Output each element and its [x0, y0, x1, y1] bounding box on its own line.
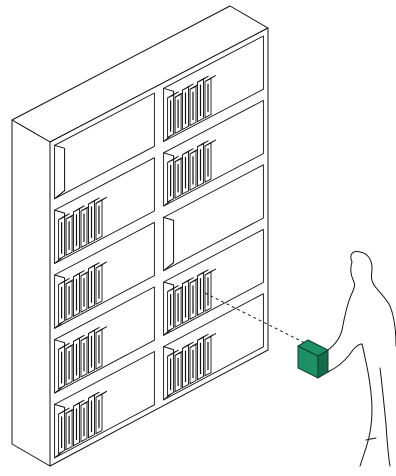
- held-book: [298, 340, 328, 378]
- person-silhouette: [328, 252, 396, 466]
- bookshelf-side: [12, 120, 50, 466]
